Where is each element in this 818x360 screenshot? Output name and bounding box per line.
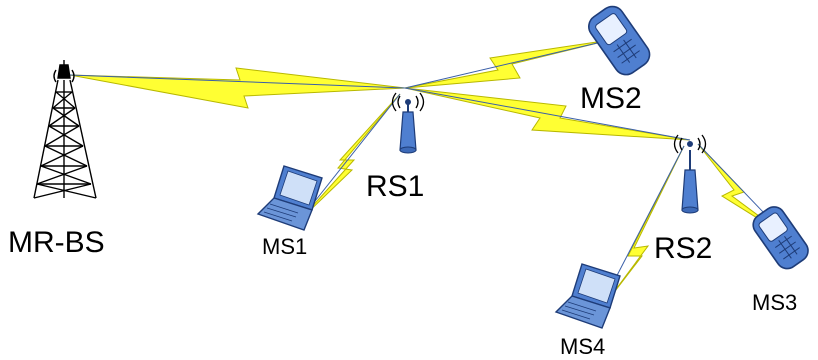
ms2-label: MS2 [580,82,642,115]
tower-icon [33,60,97,199]
ms1-label: MS1 [262,234,307,259]
ms1-node: MS1 [256,165,323,259]
phone-icon [752,206,809,270]
mr-bs-node: MR-BS [8,60,105,259]
phone-icon [588,5,651,76]
mr-bs-label: MR-BS [8,226,105,259]
link-rs1-rs2 [404,87,691,141]
ms3-node: MS3 [752,206,809,315]
ms4-label: MS4 [560,334,605,359]
laptop-icon [256,165,323,231]
ms3-label: MS3 [752,290,797,315]
ms4-node: MS4 [554,263,621,359]
link-bs-rs1 [69,67,406,109]
rs1-node: RS1 [366,92,425,203]
relay-antenna-icon [391,92,425,154]
lightning-bolt-bs-rs1 [69,67,406,109]
links [69,39,787,317]
rs1-label: RS1 [366,170,424,203]
laptop-icon [554,263,621,329]
link-line-rs1-ms2 [404,39,611,89]
link-line-rs1-rs2 [404,87,691,141]
rs2-node: RS2 [654,134,712,265]
rs2-label: RS2 [654,232,712,265]
link-rs1-ms2 [404,39,611,89]
ms2-node: MS2 [580,5,651,115]
link-line-bs-rs1 [69,74,406,89]
relay-antenna-icon [673,134,707,214]
link-line-rs1-ms1 [299,93,401,221]
